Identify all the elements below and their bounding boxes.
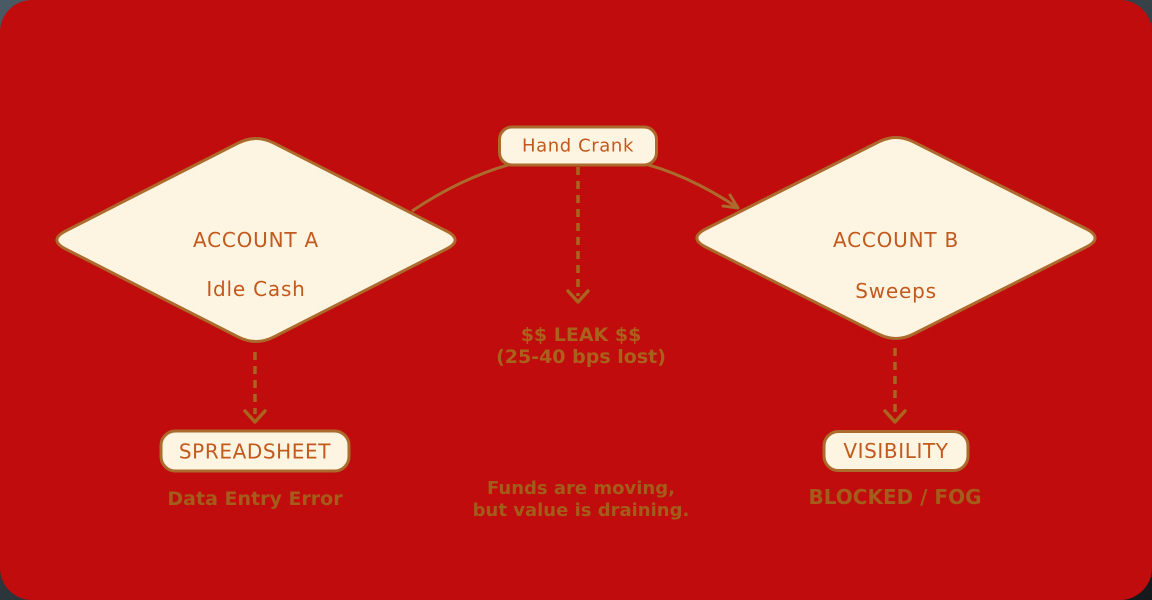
visibility-node: VISIBILITY	[822, 430, 970, 472]
hand-crank-node: Hand Crank	[498, 125, 658, 167]
blocked-fog-label: BLOCKED / FOG	[808, 485, 982, 509]
arrow-down-icon	[566, 289, 590, 304]
spreadsheet-node: SPREADSHEET	[159, 429, 351, 473]
account-a-subtitle: Idle Cash	[206, 277, 306, 301]
arrow-down-icon	[243, 409, 267, 424]
arrow-right-icon	[721, 193, 740, 210]
account-b-subtitle: Sweeps	[855, 279, 937, 303]
funds-line1: Funds are moving,	[487, 478, 675, 499]
account-b-diamond	[695, 136, 1097, 340]
account-a-title: ACCOUNT A	[192, 228, 320, 252]
hand-crank-label: Hand Crank	[522, 135, 634, 157]
leak-line1: $$ LEAK $$	[520, 324, 642, 346]
visibility-label: VISIBILITY	[843, 439, 949, 463]
arrow-down-icon	[883, 409, 907, 424]
leak-line2: (25-40 bps lost)	[496, 346, 666, 368]
account-b-title: ACCOUNT B	[832, 228, 960, 252]
leak-annotation: $$ LEAK $$ (25-40 bps lost)	[496, 324, 666, 368]
spreadsheet-label: SPREADSHEET	[178, 439, 332, 463]
funds-line2: but value is draining.	[472, 500, 690, 521]
data-entry-error-label: Data Entry Error	[167, 488, 343, 510]
account-a-diamond	[55, 137, 457, 343]
funds-caption: Funds are moving, but value is draining.	[473, 478, 690, 522]
